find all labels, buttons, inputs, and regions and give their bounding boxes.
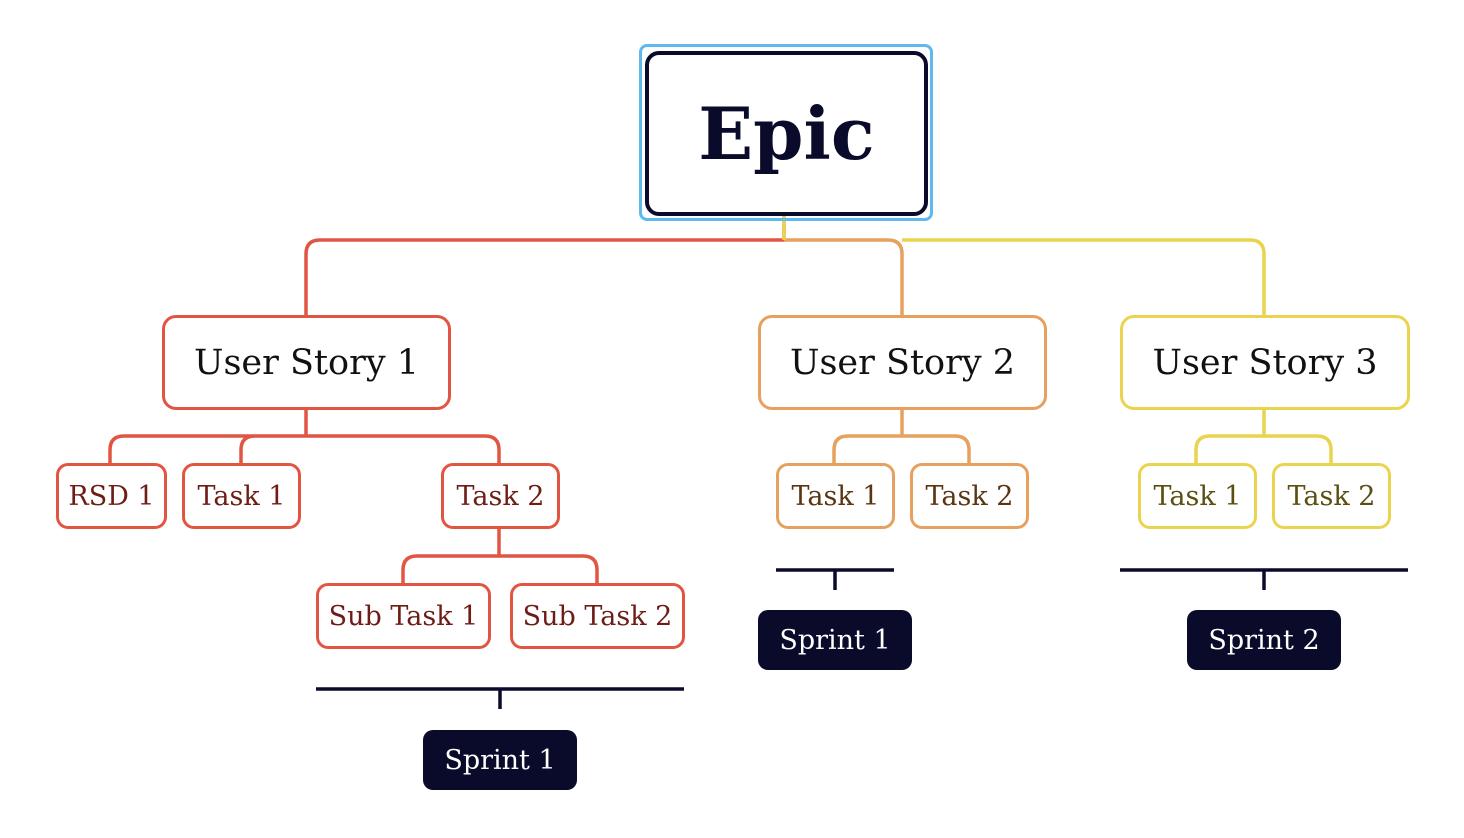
connector-task2-subtasks	[401, 528, 599, 585]
story1-rsd-1-node[interactable]: RSD 1	[56, 463, 167, 529]
connector-story3-tasks	[1194, 408, 1333, 465]
story1-subtask-2-node[interactable]: Sub Task 2	[510, 583, 685, 649]
sprint-badge-story3[interactable]: Sprint 2	[1187, 610, 1341, 670]
user-story-1-node[interactable]: User Story 1	[162, 315, 451, 410]
connector-epic-story2	[784, 238, 904, 318]
story2-task-1-node[interactable]: Task 1	[776, 463, 895, 529]
epic-node[interactable]: Epic	[645, 51, 928, 216]
sprint-bracket-3	[1120, 568, 1408, 590]
story2-task-2-node[interactable]: Task 2	[910, 463, 1029, 529]
connector-epic-story3	[782, 216, 1266, 318]
sprint-bracket-2	[776, 568, 894, 590]
sprint-bracket-1	[316, 687, 684, 709]
connector-epic-story1	[304, 216, 786, 318]
story1-subtask-1-node[interactable]: Sub Task 1	[316, 583, 491, 649]
story1-task-2-node[interactable]: Task 2	[441, 463, 560, 529]
epic-selection-outline	[639, 44, 933, 221]
story3-task-1-node[interactable]: Task 1	[1138, 463, 1257, 529]
story1-task-1-node[interactable]: Task 1	[182, 463, 301, 529]
story3-task-2-node[interactable]: Task 2	[1272, 463, 1391, 529]
sprint-badge-story2[interactable]: Sprint 1	[758, 610, 912, 670]
connector-story2-tasks	[832, 408, 971, 465]
connector-story1-tasks	[108, 408, 501, 465]
sprint-badge-story1[interactable]: Sprint 1	[423, 730, 577, 790]
user-story-3-node[interactable]: User Story 3	[1120, 315, 1410, 410]
user-story-2-node[interactable]: User Story 2	[758, 315, 1047, 410]
